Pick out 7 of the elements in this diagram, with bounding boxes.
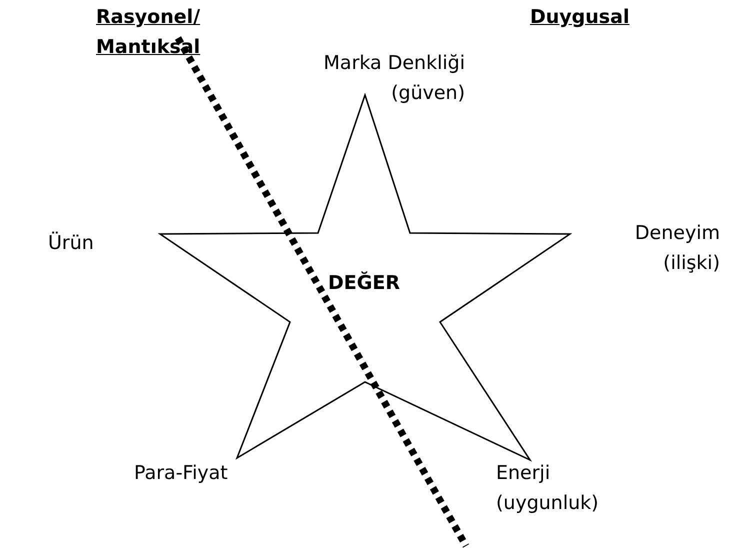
point-label: Para-Fiyat	[134, 461, 229, 486]
point-label: Enerji (uygunluk)	[496, 461, 600, 516]
point-label: Ürün	[48, 230, 95, 256]
category-heading: Duygusal	[530, 5, 630, 30]
point-label: Deneyim (ilişki)	[634, 221, 720, 276]
point-label: Marka Denkliği (güven)	[322, 51, 465, 106]
center-label: DEĞER	[328, 272, 400, 294]
